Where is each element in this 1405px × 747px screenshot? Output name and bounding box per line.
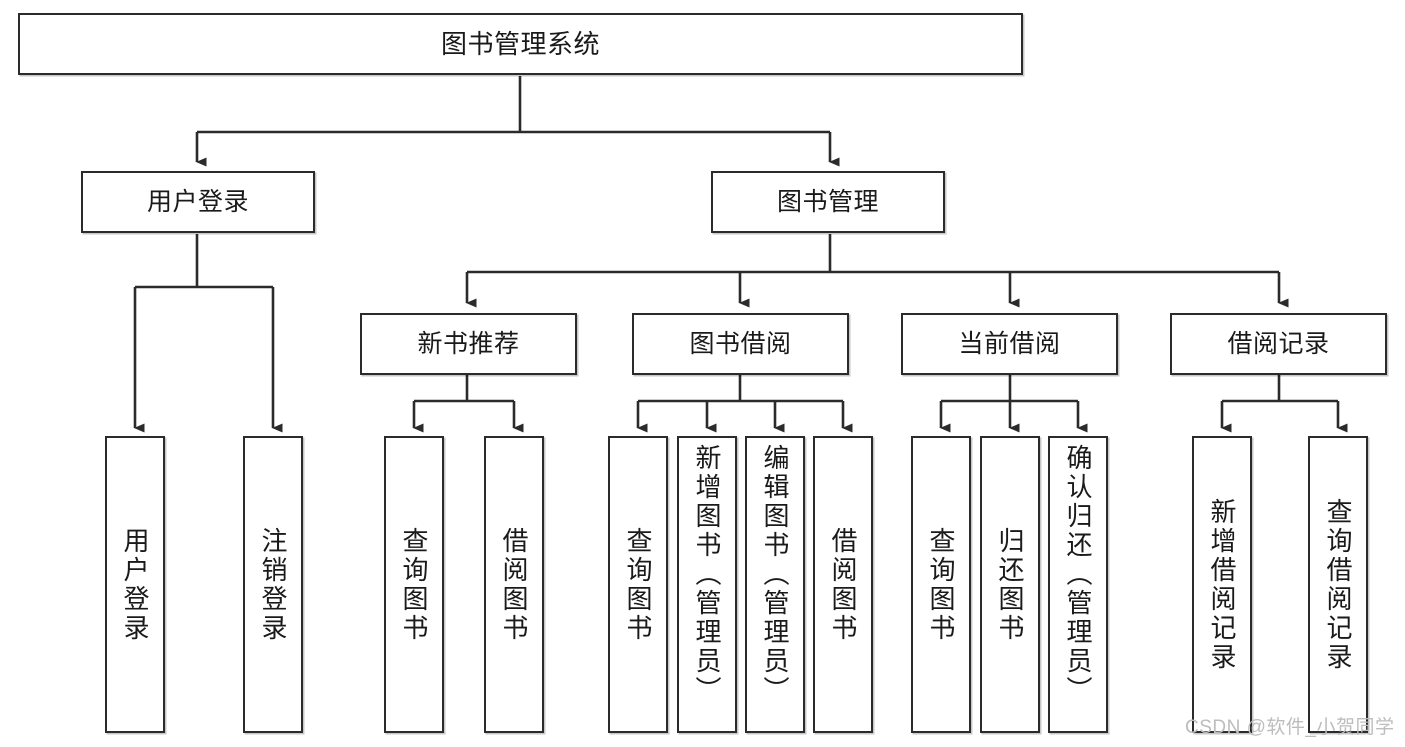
node-book-borrow[interactable]: 图书借阅 bbox=[632, 313, 849, 375]
node-leaf-add-book-label: 新增图书（管理员） bbox=[692, 444, 723, 705]
node-current-borrow[interactable]: 当前借阅 bbox=[901, 313, 1118, 375]
node-current-borrow-label: 当前借阅 bbox=[958, 329, 1061, 358]
node-leaf-query-book-1-label: 查询图书 bbox=[399, 526, 430, 643]
node-leaf-logout-label: 注销登录 bbox=[258, 526, 289, 643]
node-leaf-query-book-3-label: 查询图书 bbox=[926, 526, 957, 643]
node-leaf-return-book[interactable]: 归还图书 bbox=[980, 436, 1040, 733]
node-leaf-query-book-2[interactable]: 查询图书 bbox=[608, 436, 668, 733]
node-user-login[interactable]: 用户登录 bbox=[81, 171, 315, 233]
node-leaf-return-book-label: 归还图书 bbox=[995, 526, 1026, 643]
node-leaf-add-book[interactable]: 新增图书（管理员） bbox=[677, 436, 737, 733]
node-book-management[interactable]: 图书管理 bbox=[711, 171, 945, 233]
node-new-book-recommend-label: 新书推荐 bbox=[417, 329, 520, 358]
node-leaf-user-login[interactable]: 用户登录 bbox=[105, 436, 165, 733]
node-leaf-edit-book[interactable]: 编辑图书（管理员） bbox=[745, 436, 805, 733]
node-leaf-borrow-book-2[interactable]: 借阅图书 bbox=[813, 436, 873, 733]
node-borrow-record-label: 借阅记录 bbox=[1227, 329, 1330, 358]
node-leaf-add-record-label: 新增借阅记录 bbox=[1207, 497, 1238, 672]
node-root-system-label: 图书管理系统 bbox=[440, 29, 600, 59]
node-leaf-borrow-book-1-label: 借阅图书 bbox=[499, 526, 530, 643]
node-leaf-query-book-2-label: 查询图书 bbox=[623, 526, 654, 643]
node-leaf-borrow-book-1[interactable]: 借阅图书 bbox=[484, 436, 544, 733]
node-leaf-confirm-return[interactable]: 确认归还（管理员） bbox=[1048, 436, 1108, 733]
node-leaf-query-record[interactable]: 查询借阅记录 bbox=[1308, 436, 1368, 733]
node-leaf-borrow-book-2-label: 借阅图书 bbox=[828, 526, 859, 643]
node-leaf-query-book-3[interactable]: 查询图书 bbox=[911, 436, 971, 733]
node-leaf-confirm-return-label: 确认归还（管理员） bbox=[1063, 444, 1094, 705]
csdn-watermark: CSDN @软件_小贺同学 bbox=[1185, 717, 1395, 738]
node-book-management-label: 图书管理 bbox=[776, 187, 879, 216]
node-leaf-query-record-label: 查询借阅记录 bbox=[1323, 497, 1354, 672]
node-leaf-query-book-1[interactable]: 查询图书 bbox=[384, 436, 444, 733]
node-leaf-add-record[interactable]: 新增借阅记录 bbox=[1192, 436, 1252, 733]
node-leaf-logout[interactable]: 注销登录 bbox=[243, 436, 303, 733]
node-book-borrow-label: 图书借阅 bbox=[689, 329, 792, 358]
node-user-login-label: 用户登录 bbox=[146, 187, 249, 216]
node-new-book-recommend[interactable]: 新书推荐 bbox=[360, 313, 577, 375]
node-root-system[interactable]: 图书管理系统 bbox=[18, 13, 1023, 75]
node-borrow-record[interactable]: 借阅记录 bbox=[1170, 313, 1387, 375]
node-leaf-user-login-label: 用户登录 bbox=[120, 526, 151, 643]
node-leaf-edit-book-label: 编辑图书（管理员） bbox=[760, 444, 791, 705]
